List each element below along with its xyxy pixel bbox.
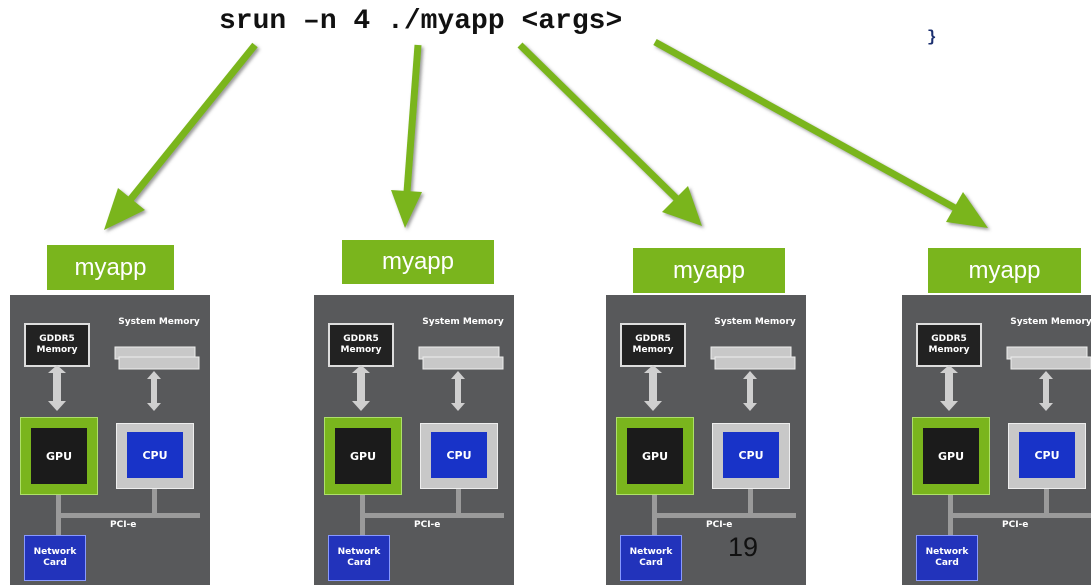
cpu-chip: CPU bbox=[712, 423, 790, 489]
pcie-label: PCI-e bbox=[414, 520, 441, 530]
app-label-1: myapp bbox=[47, 245, 174, 290]
gpu-label: GPU bbox=[627, 428, 683, 484]
network-card: Network Card bbox=[328, 535, 390, 581]
node-connections bbox=[644, 346, 796, 536]
gpu-chip: GPU bbox=[324, 417, 402, 495]
gpu-chip: GPU bbox=[616, 417, 694, 495]
gddr5-memory: GDDR5 Memory bbox=[916, 323, 982, 367]
pcie-label: PCI-e bbox=[110, 520, 137, 530]
node-connections bbox=[940, 346, 1091, 536]
cpu-chip: CPU bbox=[1008, 423, 1086, 489]
cpu-label: CPU bbox=[431, 432, 487, 478]
pcie-label: PCI-e bbox=[1002, 520, 1029, 530]
compute-node-1: GDDR5 Memory System Memory GPU CPU PCI-e… bbox=[10, 295, 210, 585]
network-card: Network Card bbox=[24, 535, 86, 581]
system-memory-label: System Memory bbox=[118, 317, 200, 327]
gpu-label: GPU bbox=[31, 428, 87, 484]
gddr5-memory: GDDR5 Memory bbox=[328, 323, 394, 367]
arrow-3 bbox=[517, 42, 702, 226]
compute-node-3: GDDR5 Memory System Memory GPU CPU PCI-e… bbox=[606, 295, 806, 585]
node-connections bbox=[48, 346, 200, 536]
node-connections bbox=[352, 346, 504, 536]
network-card: Network Card bbox=[916, 535, 978, 581]
system-memory-label: System Memory bbox=[1010, 317, 1091, 327]
gpu-label: GPU bbox=[335, 428, 391, 484]
gpu-label: GPU bbox=[923, 428, 979, 484]
cpu-chip: CPU bbox=[420, 423, 498, 489]
compute-node-2: GDDR5 Memory System Memory GPU CPU PCI-e… bbox=[314, 295, 514, 585]
gddr5-memory: GDDR5 Memory bbox=[24, 323, 90, 367]
slide-number: 19 bbox=[728, 532, 759, 562]
gpu-chip: GPU bbox=[912, 417, 990, 495]
cpu-label: CPU bbox=[723, 432, 779, 478]
app-label-4: myapp bbox=[928, 248, 1081, 293]
cpu-label: CPU bbox=[127, 432, 183, 478]
compute-node-4: GDDR5 Memory System Memory GPU CPU PCI-e… bbox=[902, 295, 1091, 585]
cpu-label: CPU bbox=[1019, 432, 1075, 478]
gddr5-memory: GDDR5 Memory bbox=[620, 323, 686, 367]
app-label-3: myapp bbox=[633, 248, 785, 293]
closing-brace: } bbox=[927, 28, 937, 46]
system-memory-label: System Memory bbox=[422, 317, 504, 327]
gpu-chip: GPU bbox=[20, 417, 98, 495]
command-text: srun –n 4 ./myapp <args> bbox=[219, 6, 623, 37]
arrow-2 bbox=[391, 44, 422, 228]
app-label-2: myapp bbox=[342, 240, 494, 284]
network-card: Network Card bbox=[620, 535, 682, 581]
system-memory-label: System Memory bbox=[714, 317, 796, 327]
arrow-4 bbox=[653, 38, 988, 228]
arrow-1 bbox=[104, 42, 258, 230]
pcie-label: PCI-e bbox=[706, 520, 733, 530]
cpu-chip: CPU bbox=[116, 423, 194, 489]
